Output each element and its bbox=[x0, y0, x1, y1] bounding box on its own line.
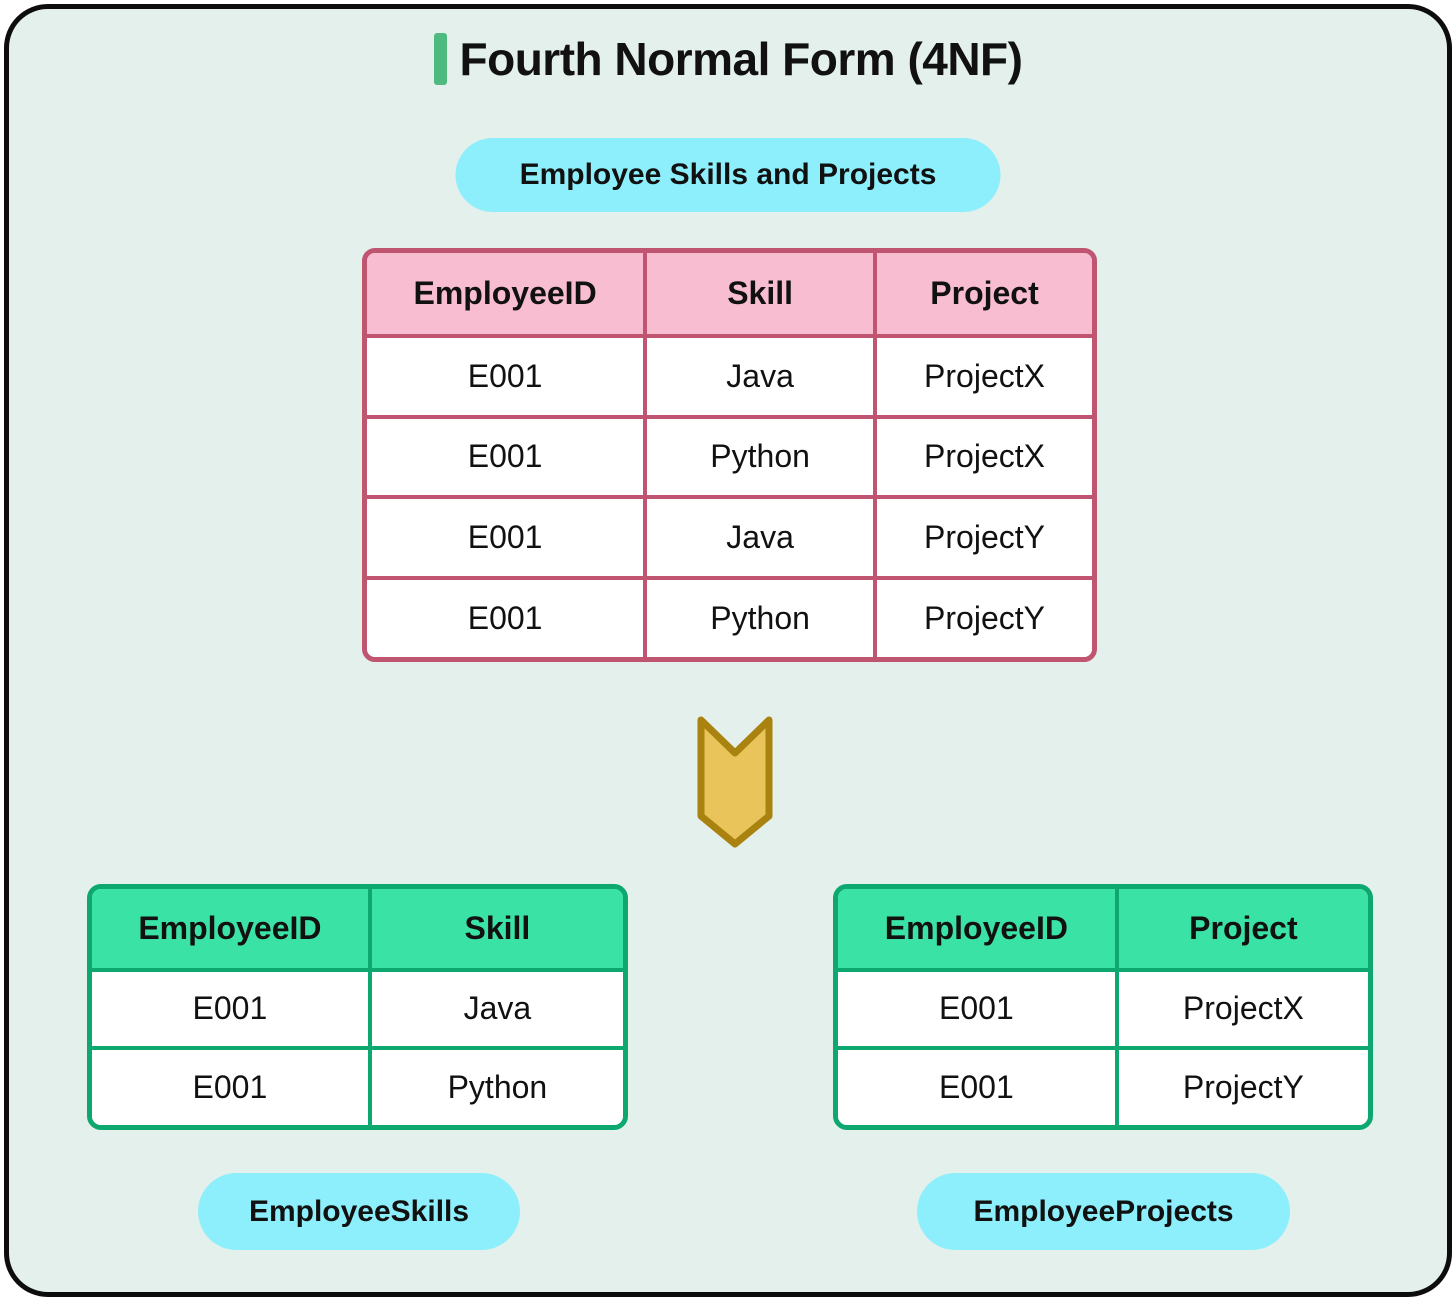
skills-table-cell: Java bbox=[367, 967, 623, 1047]
source-table-header: Project bbox=[873, 253, 1092, 334]
source-table-header: EmployeeID bbox=[367, 253, 644, 334]
projects-table-cell: E001 bbox=[838, 1046, 1115, 1125]
projects-table-header: EmployeeID bbox=[838, 889, 1115, 968]
projects-table-header: Project bbox=[1114, 889, 1368, 968]
down-chevron-arrow-icon bbox=[697, 716, 773, 848]
source-table-cell: E001 bbox=[367, 414, 644, 496]
page-title-row: Fourth Normal Form (4NF) bbox=[0, 30, 1456, 88]
source-table-cell: ProjectY bbox=[873, 495, 1092, 577]
projects-table-caption-label: EmployeeProjects bbox=[973, 1194, 1234, 1228]
source-table: EmployeeID Skill Project E001 Java Proje… bbox=[362, 248, 1097, 662]
skills-table-cell: Python bbox=[367, 1046, 623, 1125]
skills-table-cell: E001 bbox=[92, 1046, 368, 1125]
source-table-cell: E001 bbox=[367, 576, 644, 657]
source-table-cell: E001 bbox=[367, 495, 644, 577]
projects-table-cell: ProjectY bbox=[1114, 1046, 1368, 1125]
source-table-cell: Python bbox=[643, 414, 874, 496]
source-table-cell: E001 bbox=[367, 333, 644, 415]
skills-table-header: EmployeeID bbox=[92, 889, 368, 968]
source-table-header: Skill bbox=[643, 253, 874, 334]
projects-table-caption-badge: EmployeeProjects bbox=[917, 1173, 1290, 1250]
skills-table-caption-badge: EmployeeSkills bbox=[198, 1173, 520, 1250]
skills-table-header: Skill bbox=[367, 889, 623, 968]
skills-table: EmployeeID Skill E001 Java E001 Python bbox=[87, 884, 628, 1130]
projects-table: EmployeeID Project E001 ProjectX E001 Pr… bbox=[833, 884, 1373, 1130]
source-table-badge-label: Employee Skills and Projects bbox=[519, 158, 937, 191]
skills-table-cell: E001 bbox=[92, 967, 368, 1047]
source-table-cell: Python bbox=[643, 576, 874, 657]
source-table-cell: Java bbox=[643, 333, 874, 415]
projects-table-cell: E001 bbox=[838, 967, 1115, 1047]
source-table-cell: ProjectY bbox=[873, 576, 1092, 657]
projects-table-cell: ProjectX bbox=[1114, 967, 1368, 1047]
source-table-cell: ProjectX bbox=[873, 414, 1092, 496]
skills-table-caption-label: EmployeeSkills bbox=[248, 1194, 470, 1228]
source-table-badge: Employee Skills and Projects bbox=[455, 138, 1001, 212]
source-table-cell: Java bbox=[643, 495, 874, 577]
title-accent-bar bbox=[433, 33, 447, 85]
page-title: Fourth Normal Form (4NF) bbox=[459, 33, 1023, 85]
source-table-cell: ProjectX bbox=[873, 333, 1092, 415]
